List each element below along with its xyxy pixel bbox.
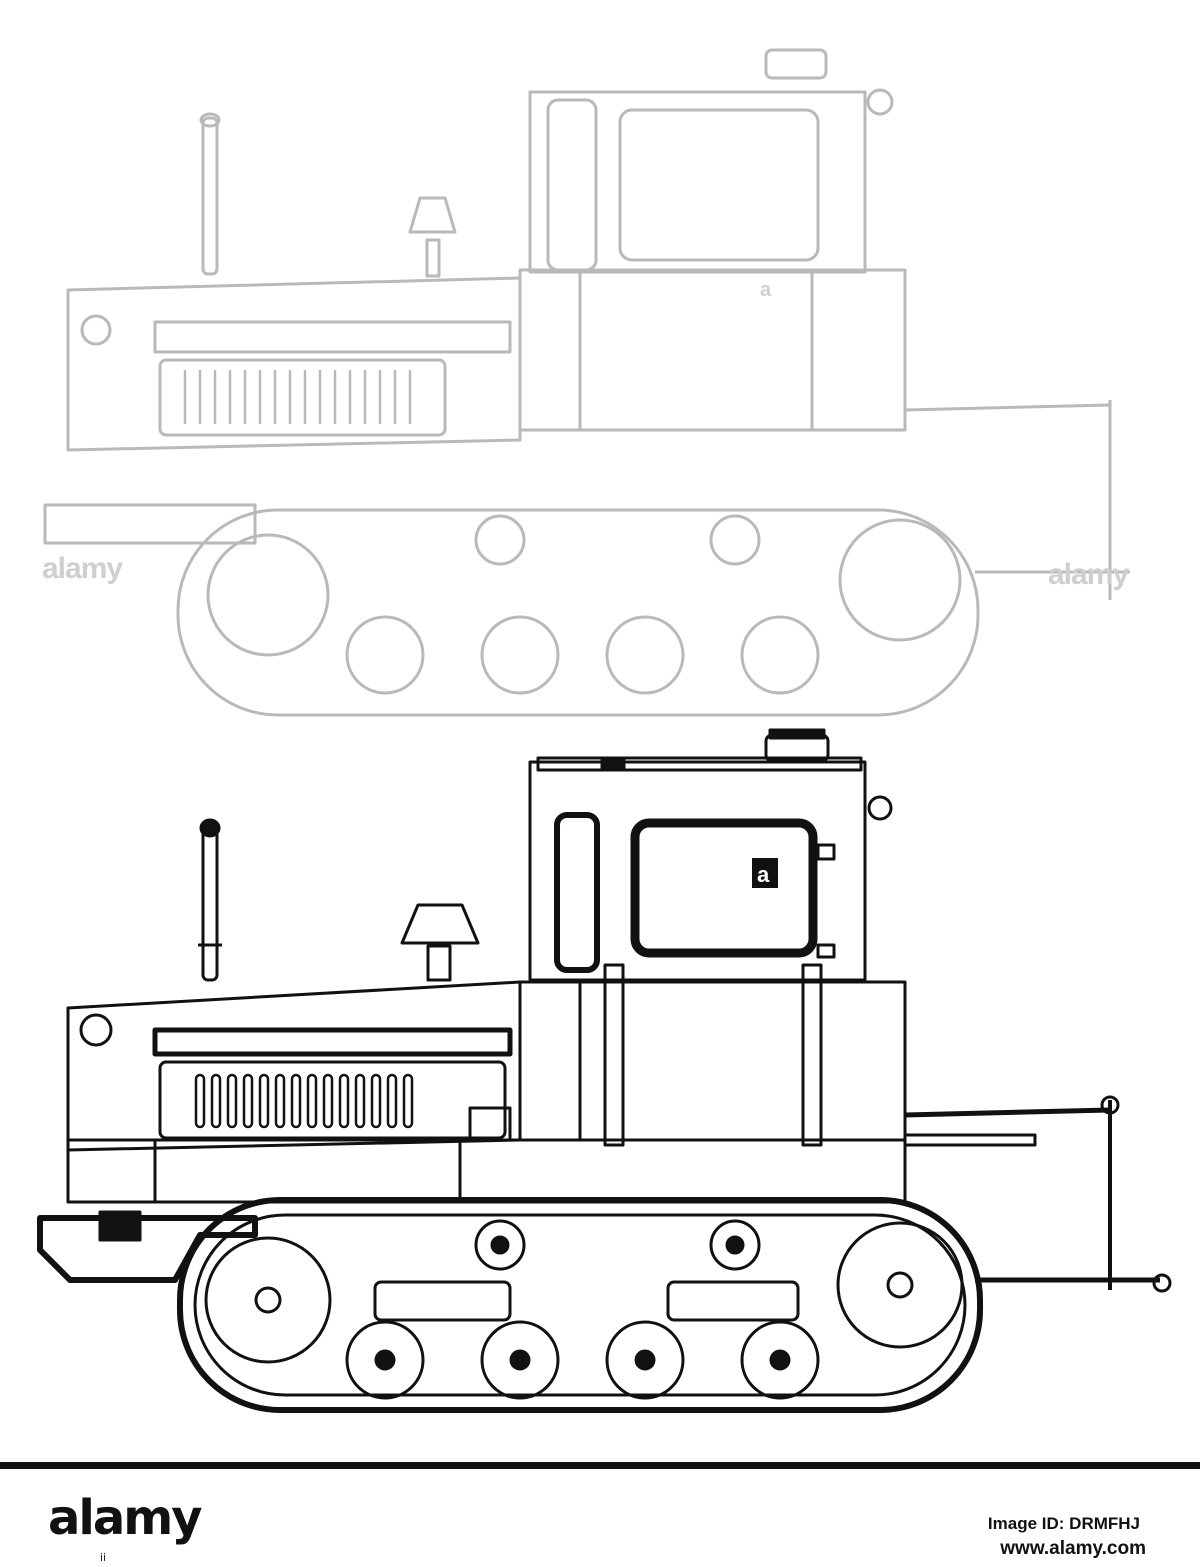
tractor-bottom-dark: a (37, 728, 1172, 1413)
brand-logo: alamy (48, 1490, 203, 1546)
cab-marker-lower: a (757, 862, 770, 887)
tractor-top-faded: a (43, 48, 1130, 717)
watermark-left: alamy (42, 552, 123, 585)
footer-divider (0, 1462, 1200, 1469)
image-id-label: Image ID: DRMFHJ (987, 1514, 1140, 1533)
watermark-right: alamy (1048, 558, 1129, 591)
brand-sub-mark: ii (100, 1551, 107, 1564)
site-url: www.alamy.com (1000, 1538, 1146, 1559)
cab-marker-upper: a (760, 279, 772, 301)
